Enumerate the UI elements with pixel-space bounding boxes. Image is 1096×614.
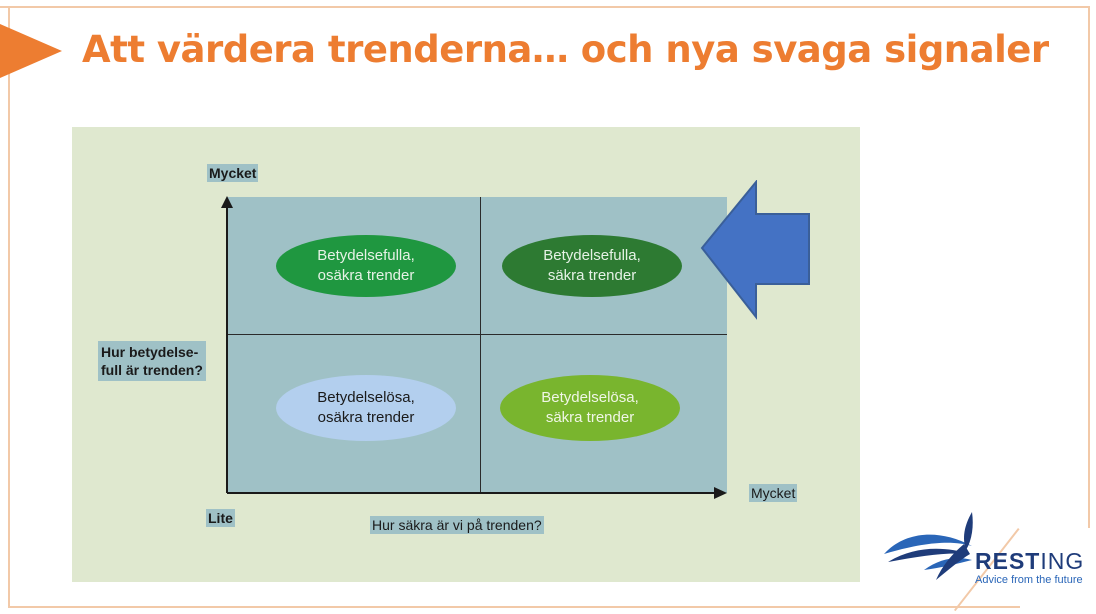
y-axis-title: Hur betydelse- full är trenden? xyxy=(98,341,206,381)
x-axis-right-label: Mycket xyxy=(749,484,798,502)
quadrant-label-line2: osäkra trender xyxy=(317,409,415,426)
x-axis-title: Hur säkra är vi på trenden? xyxy=(370,516,544,534)
slide-title: Att värdera trenderna… och nya svaga sig… xyxy=(82,28,1049,71)
slide-frame-right xyxy=(1088,8,1090,528)
slide-frame-left xyxy=(8,8,10,608)
quadrant-label-line1: Betydelsefulla, xyxy=(317,247,415,264)
quadrant-divider-horizontal xyxy=(227,334,727,335)
quadrant-insignificant-certain: Betydelselösa, säkra trender xyxy=(500,375,680,441)
y-axis-title-line1: Hur betydelse- xyxy=(101,344,199,360)
quadrant-label-line2: osäkra trender xyxy=(317,267,415,284)
quadrant-label-line1: Betydelselösa, xyxy=(541,389,639,406)
y-axis-bottom-label: Lite xyxy=(206,509,235,527)
logo-tagline: Advice from the future xyxy=(975,574,1083,586)
logo-wordmark: RESTING xyxy=(975,548,1084,574)
quadrant-divider-vertical xyxy=(480,197,481,493)
y-axis-top-label: Mycket xyxy=(207,164,259,182)
slide-frame-top xyxy=(0,6,1090,8)
logo-name-bold: REST xyxy=(975,548,1041,574)
y-axis-title-line2: full är trenden? xyxy=(101,362,203,378)
quadrant-label-line2: säkra trender xyxy=(545,409,635,426)
quadrant-significant-certain: Betydelsefulla, säkra trender xyxy=(502,235,682,297)
eagle-icon xyxy=(884,512,973,580)
quadrant-insignificant-uncertain: Betydelselösa, osäkra trender xyxy=(276,375,456,441)
x-axis-arrowhead xyxy=(714,487,727,499)
quadrant-label-line2: säkra trender xyxy=(547,267,637,284)
logo-name-thin: ING xyxy=(1040,548,1085,574)
slide-frame-bottom xyxy=(8,606,1020,608)
title-arrow-icon xyxy=(0,24,62,78)
quadrant-label-line1: Betydelsefulla, xyxy=(543,247,641,264)
y-axis-arrowhead xyxy=(221,196,233,208)
quadrant-label-line1: Betydelselösa, xyxy=(317,389,415,406)
quadrant-significant-uncertain: Betydelsefulla, osäkra trender xyxy=(276,235,456,297)
left-arrow-icon xyxy=(700,180,810,320)
